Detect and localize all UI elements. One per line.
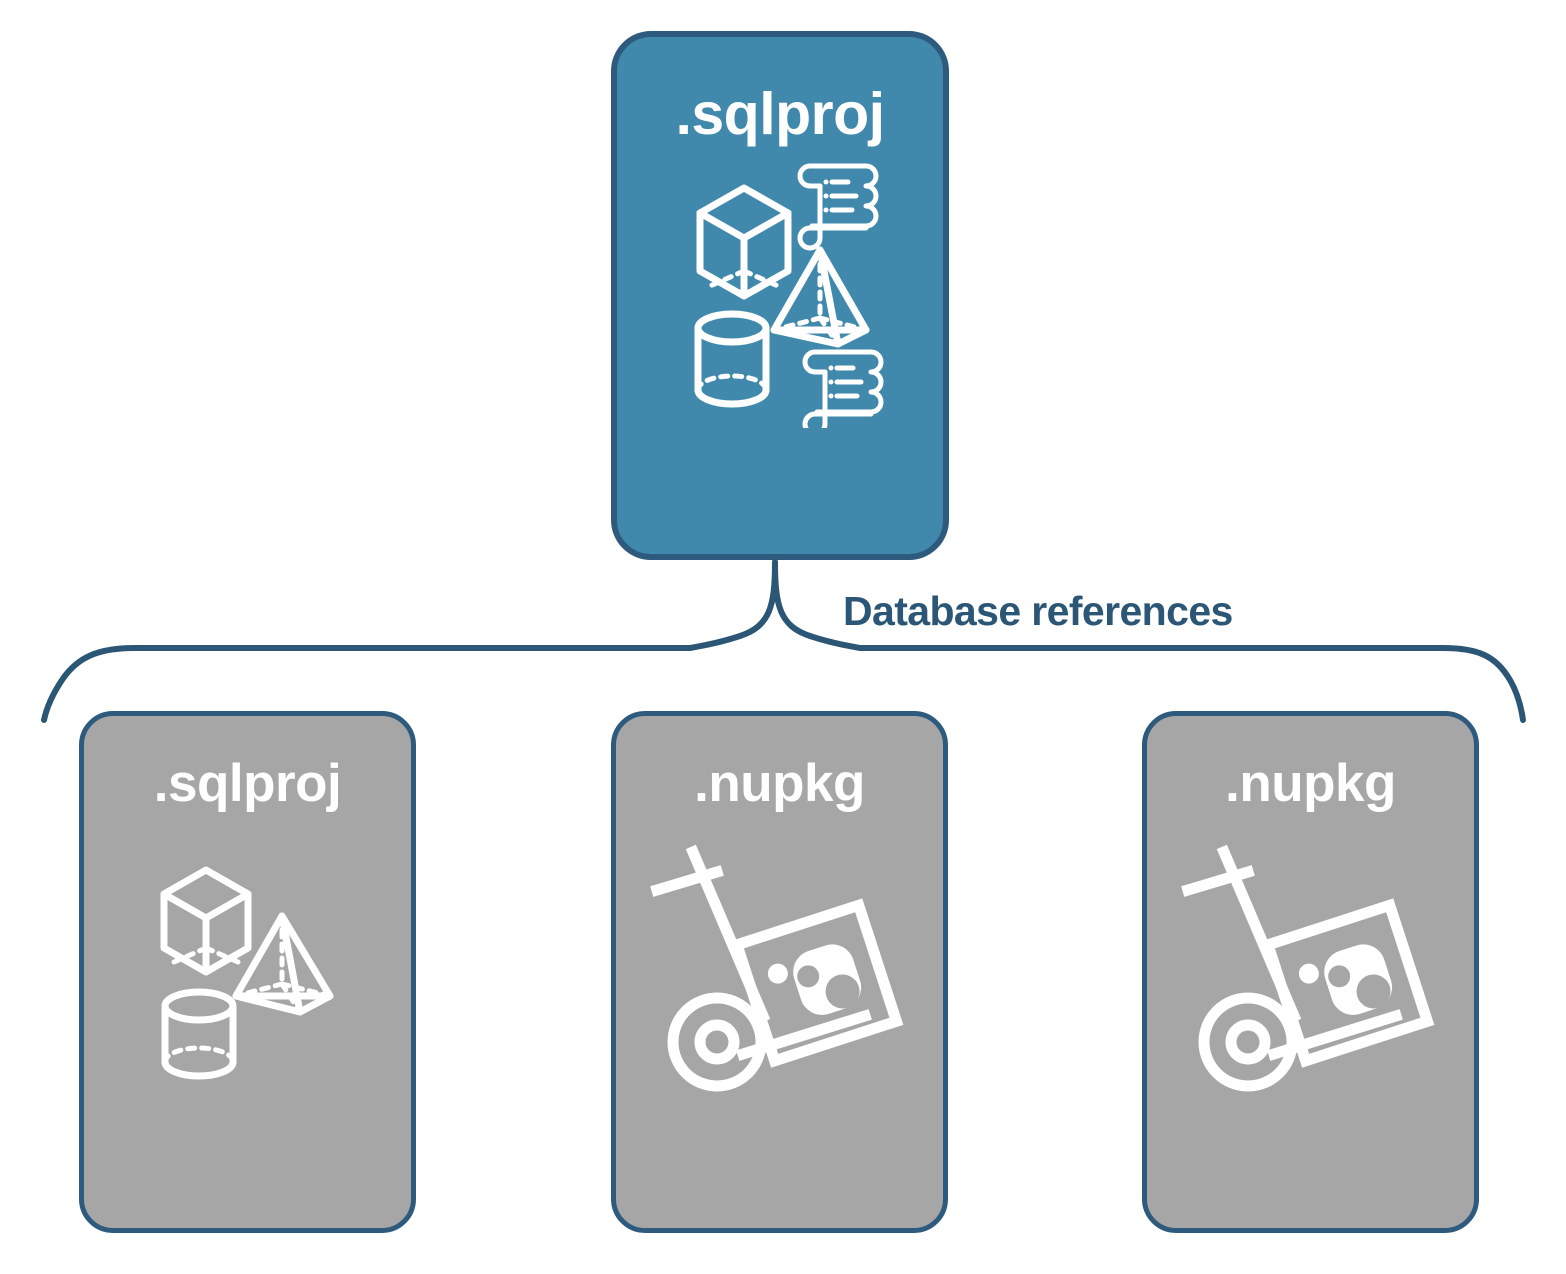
node-reference-1-label: .nupkg [694,754,865,813]
node-reference-2-label: .nupkg [1225,754,1396,813]
hand-truck-package-icon [1180,844,1434,1092]
node-reference-1-artwork [616,810,943,1228]
script-scroll-icon [797,163,879,251]
pyramid-icon [232,912,333,1016]
cylinder-icon [161,988,236,1080]
node-reference-0-label: .sqlproj [153,754,342,813]
pyramid-icon [770,246,870,348]
cube-icon [696,184,792,300]
database-references-label: Database references [843,588,1233,634]
node-root-label: .sqlproj [675,81,885,147]
package-box [1260,898,1434,1068]
node-reference-0-artwork [84,810,411,1228]
cube-icon [160,866,251,976]
node-reference-sqlproj[interactable]: .sqlproj [79,711,416,1233]
wheel [1198,992,1297,1092]
root-icon-group [694,163,884,428]
hand-truck-package-icon [649,844,903,1092]
shapes-icon-group [160,866,333,1080]
bracket-right-arm [772,559,1526,723]
node-root-sqlproj[interactable]: .sqlproj [611,31,949,560]
node-reference-nupkg-1[interactable]: .nupkg [611,711,948,1233]
package-box [729,898,903,1068]
node-root-artwork [617,144,943,554]
wheel [667,992,766,1092]
script-scroll-icon [802,349,884,428]
node-reference-2-artwork [1147,810,1474,1228]
bracket-left-arm [41,559,778,723]
node-reference-nupkg-2[interactable]: .nupkg [1142,711,1479,1233]
database-references-bracket [41,559,1526,723]
cylinder-icon [694,310,770,408]
